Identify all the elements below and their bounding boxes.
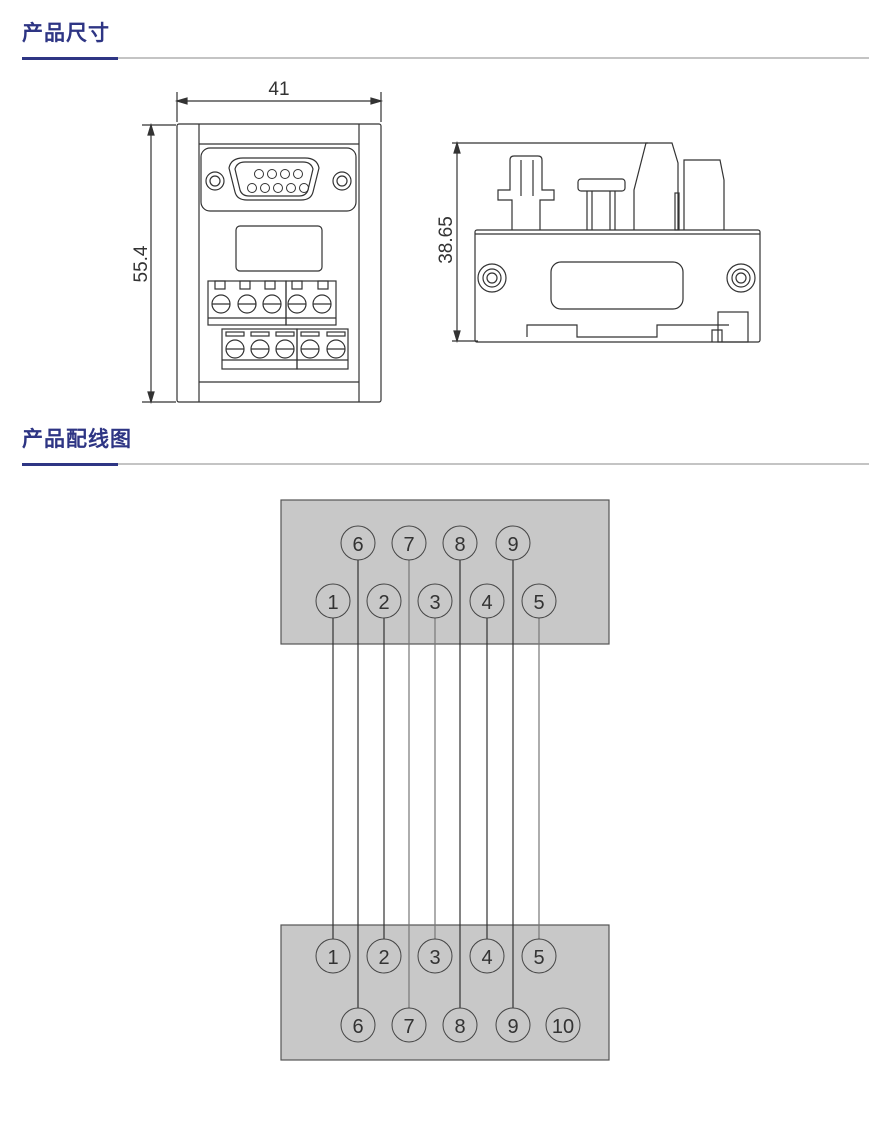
pin-label: 4 [481,947,492,969]
pin-label: 9 [507,534,518,556]
pin-label: 7 [403,1016,414,1038]
pin-label: 5 [533,592,544,614]
pin-label: 1 [327,947,338,969]
wires [332,560,540,1010]
section-title-wiring: 产品配线图 [22,427,132,451]
divider-accent [22,463,118,466]
wiring-diagram: 6 7 8 9 1 2 3 4 5 1 2 3 4 5 6 7 8 9 10 [280,499,610,1061]
pin-label: 3 [429,947,440,969]
pin-label: 8 [454,534,465,556]
top-connector-row1 [340,525,531,561]
dimension-width: 41 [268,79,289,100]
divider-accent [22,57,118,60]
dimension-side-height: 38.65 [436,216,457,264]
pin-label: 8 [454,1016,465,1038]
dimension-height: 55.4 [131,245,152,282]
pin-label: 5 [533,947,544,969]
pin-label: 9 [507,1016,518,1038]
pin-label: 2 [378,592,389,614]
front-view-drawing [142,92,384,405]
top-connector [280,499,610,645]
pin-label: 6 [352,1016,363,1038]
pin-label: 1 [327,592,338,614]
section-title-dimensions: 产品尺寸 [22,21,110,45]
section-divider-dimensions [22,57,869,60]
section-divider-wiring [22,463,869,466]
side-view-drawing [452,140,761,344]
pin-label: 3 [429,592,440,614]
pin-label: 10 [552,1016,574,1038]
pin-label: 7 [403,534,414,556]
pin-label: 6 [352,534,363,556]
pin-label: 4 [481,592,492,614]
top-connector-row2 [315,583,557,619]
pin-label: 2 [378,947,389,969]
bottom-connector-row2 [340,1007,581,1043]
bottom-connector-row1 [315,938,557,974]
